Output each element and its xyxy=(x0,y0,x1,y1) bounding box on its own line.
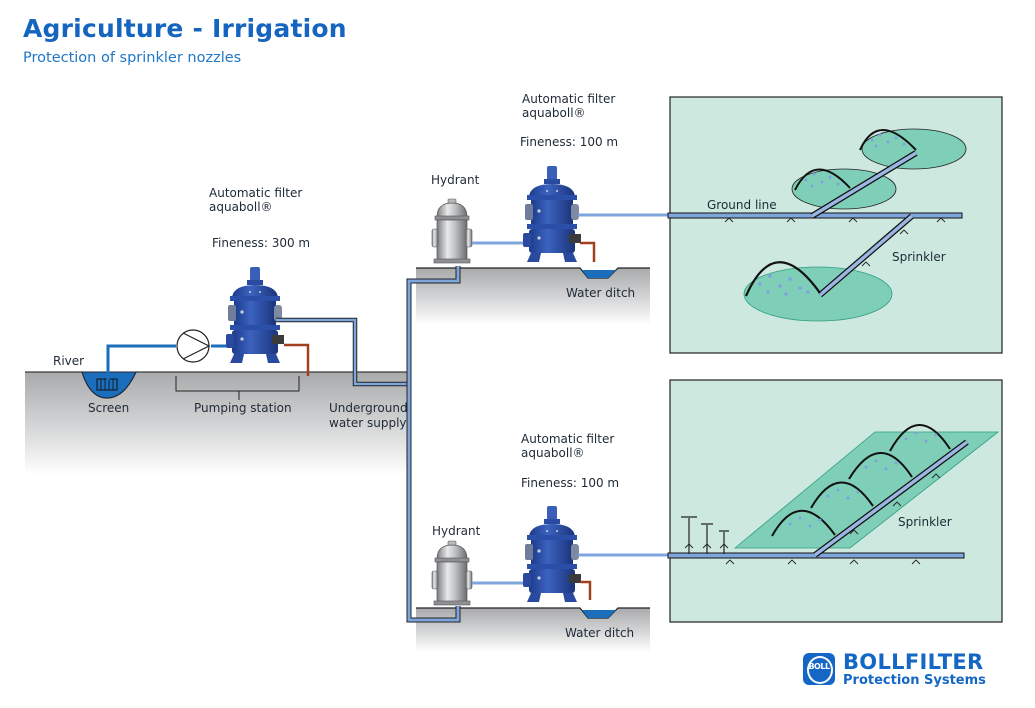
drain-pipe-2 xyxy=(580,241,596,262)
filter-2-fineness: Fineness: 100 m xyxy=(520,135,619,149)
filter-1-image xyxy=(226,267,284,363)
hydrant-upper-label: Hydrant xyxy=(431,173,480,187)
filter-3-name: Automatic filter xyxy=(521,432,615,446)
ground-upper xyxy=(416,267,650,325)
pumping-station-label: Pumping station xyxy=(194,401,292,415)
ground-line-label: Ground line xyxy=(707,198,777,212)
screen-label: Screen xyxy=(88,401,130,415)
hydrant-upper-image xyxy=(431,198,473,264)
filter-1-fineness: Fineness: 300 m xyxy=(212,236,311,250)
filter-1-product: aquaboll® xyxy=(209,200,273,214)
filter-2-image xyxy=(523,166,581,262)
sprinkler-lower-label: Sprinkler xyxy=(898,515,952,529)
brand-name: BOLLFILTER xyxy=(843,650,984,674)
bollfilter-logo: BOLL BOLLFILTER Protection Systems xyxy=(803,650,1013,692)
water-ditch-upper xyxy=(582,270,616,278)
underground-supply-label-1: Underground xyxy=(329,401,408,415)
filter-3-image xyxy=(523,506,581,602)
field-panel-lower xyxy=(667,379,1003,623)
brand-tagline: Protection Systems xyxy=(843,673,986,688)
hydrant-lower-label: Hydrant xyxy=(432,524,481,538)
hydrant-lower-image xyxy=(431,540,473,606)
intake-pipe xyxy=(106,344,228,380)
filter-3-product: aquaboll® xyxy=(521,446,585,460)
underground-supply-label-2: water supply xyxy=(329,416,407,430)
river-label: River xyxy=(53,354,85,368)
sprinkler-upper-label: Sprinkler xyxy=(892,250,946,264)
drain-pipe-3 xyxy=(580,580,592,600)
filter-3-fineness: Fineness: 100 m xyxy=(521,476,620,490)
water-ditch-lower xyxy=(582,610,616,618)
drain-pipe-1 xyxy=(284,343,310,376)
pumping-station-bracket xyxy=(175,376,300,400)
water-ditch-lower-label: Water ditch xyxy=(565,626,635,640)
ground-left xyxy=(25,371,410,475)
ground-lower xyxy=(416,607,650,652)
page-subtitle: Protection of sprinkler nozzles xyxy=(23,50,242,66)
boll-badge-icon: BOLL xyxy=(803,653,835,685)
filter-2-name: Automatic filter xyxy=(522,92,616,106)
water-ditch-upper-label: Water ditch xyxy=(566,286,636,300)
filter-2-product: aquaboll® xyxy=(522,106,586,120)
screen-icon xyxy=(96,378,118,391)
field-panel-upper xyxy=(667,96,1003,354)
page-title: Agriculture - Irrigation xyxy=(23,14,347,43)
pump-icon xyxy=(176,329,211,363)
sprinkler-heads xyxy=(681,516,729,554)
filter-1-name: Automatic filter xyxy=(209,186,303,200)
